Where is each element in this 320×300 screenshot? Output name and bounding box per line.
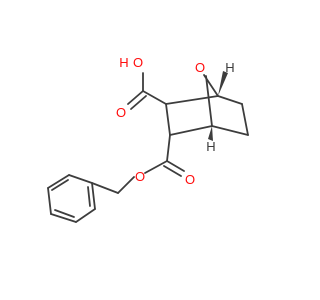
bond-ester-carbonyl-2 <box>163 165 182 177</box>
bond-bridgehead-top-to-c3 <box>165 95 219 105</box>
stereo-h-top-label: H <box>225 60 234 75</box>
bond-acid-carbonyl-1 <box>127 90 144 105</box>
bond-ring-c5-to-c6 <box>241 103 249 136</box>
acid-hydroxyl-oxygen-label: O <box>133 55 143 70</box>
phenyl-bond-1 <box>68 174 93 184</box>
bond-ring-c6-to-bridgehead-bottom <box>211 125 249 136</box>
carboxylic-acid-group <box>127 72 167 110</box>
stereo-h-bottom-label: H <box>206 139 215 154</box>
ester-oxygen-label: O <box>135 169 145 184</box>
bond-c3-to-acid-carbon <box>142 90 167 105</box>
bond-oxygen-to-ch2 <box>117 176 135 194</box>
benzyl-ester-group <box>91 134 185 194</box>
bicyclic-core <box>165 74 249 136</box>
bond-c3-to-c2 <box>165 103 171 136</box>
phenyl-bond-5 <box>75 208 96 223</box>
phenyl-bond-6 <box>91 182 96 210</box>
bond-bridgehead-top-to-ring-c5 <box>217 95 243 105</box>
bond-acid-carbonyl-2 <box>130 95 147 110</box>
bond-ch2-to-phenyl <box>91 182 119 194</box>
acid-carbonyl-oxygen-label: O <box>116 105 126 120</box>
phenyl-bond-4 <box>50 213 77 223</box>
bond-ester-carbonyl-1 <box>166 160 185 172</box>
bond-oxygen-bridge-to-bottom <box>205 75 213 127</box>
bond-ester-carbon-to-oxygen <box>144 160 168 174</box>
stereo-bonds <box>208 71 228 141</box>
phenyl-ring <box>47 174 96 223</box>
atom-labels: O H O O O O H H <box>116 55 235 187</box>
molecule-structure-diagram: O H O O O O H H <box>47 55 249 223</box>
wedge-bond-bottom-h <box>208 126 213 141</box>
phenyl-double-bond-b <box>54 209 75 218</box>
ester-carbonyl-oxygen-label: O <box>185 172 195 187</box>
phenyl-bond-3 <box>47 187 52 215</box>
bond-c2-to-ester-carbon <box>166 134 171 162</box>
phenyl-bond-2 <box>47 174 70 189</box>
phenyl-double-bond-a <box>51 179 69 191</box>
bond-c2-to-bridgehead-bottom <box>169 125 213 136</box>
phenyl-double-bond-c <box>87 186 91 207</box>
ether-oxygen-label: O <box>195 60 205 75</box>
acid-hydroxyl-h-label: H <box>119 55 128 70</box>
wedge-bond-top-h <box>218 71 228 96</box>
